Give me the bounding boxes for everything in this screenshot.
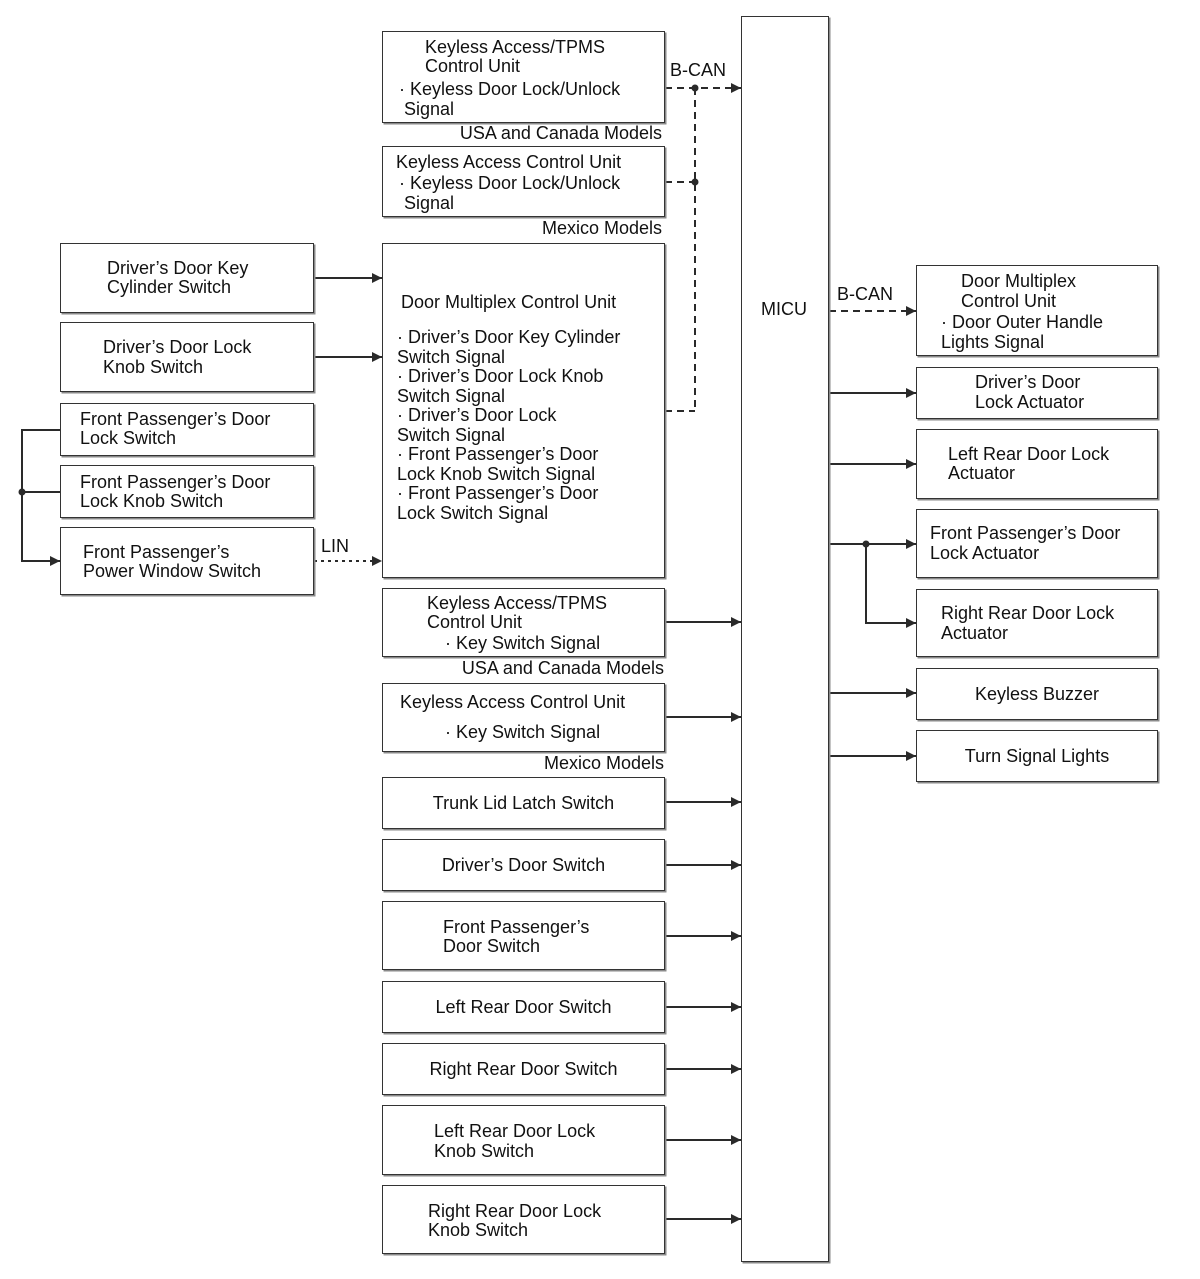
- usa-keyless-access-tpms-unit: Keyless Access/TPMS Control Unit · Keyle…: [382, 31, 665, 123]
- junction-dot: [691, 84, 699, 92]
- left-rear-door-lock-knob-switch: Left Rear Door Lock Knob Switch: [382, 1105, 665, 1175]
- bcan-in-label: B-CAN: [670, 60, 727, 80]
- bcan-out-label: B-CAN: [837, 284, 894, 304]
- driver-door-lock-knob-switch: Driver’s Door Lock Knob Switch: [60, 322, 314, 392]
- driver-door-key-cylinder-switch: Driver’s Door Key Cylinder Switch: [60, 243, 314, 313]
- front-passenger-power-window-switch: Front Passenger’s Power Window Switch: [60, 527, 314, 595]
- left-rear-door-switch: Left Rear Door Switch: [382, 981, 665, 1033]
- keyless-buzzer: Keyless Buzzer: [916, 668, 1158, 720]
- door-multiplex-control-unit: Door Multiplex Control Unit · Driver’s D…: [382, 243, 665, 578]
- usa-keyless-access-tpms-key-switch-unit: Keyless Access/TPMS Control Unit · Key S…: [382, 588, 665, 657]
- junction-dot: [862, 540, 870, 548]
- usa-canada-caption-2: USA and Canada Models: [461, 658, 664, 678]
- mexico-caption: Mexico Models: [541, 218, 662, 238]
- door-multiplex-control-unit-output: Door Multiplex Control Unit · Door Outer…: [916, 265, 1158, 356]
- rr-act-branch: [865, 544, 916, 628]
- front-passenger-door-switch: Front Passenger’s Door Switch: [382, 901, 665, 970]
- left-rear-door-lock-actuator: Left Rear Door Lock Actuator: [916, 429, 1158, 499]
- mex-keyless-access-key-switch-unit: Keyless Access Control Unit · Key Switch…: [382, 683, 665, 752]
- driver-door-lock-actuator: Driver’s Door Lock Actuator: [916, 367, 1158, 419]
- driver-door-switch: Driver’s Door Switch: [382, 839, 665, 891]
- micu-label: MICU: [761, 299, 807, 319]
- front-passenger-door-lock-switch: Front Passenger’s Door Lock Switch: [60, 403, 314, 456]
- left-feed-bracket: [21, 429, 60, 566]
- lin-label: LIN: [321, 536, 350, 556]
- front-passenger-door-lock-knob-switch: Front Passenger’s Door Lock Knob Switch: [60, 465, 314, 518]
- mexico-caption-2: Mexico Models: [543, 753, 664, 773]
- micu-box: [741, 16, 829, 1262]
- junction-dot: [691, 178, 699, 186]
- junction-dot: [18, 488, 26, 496]
- front-passenger-door-lock-actuator: Front Passenger’s Door Lock Actuator: [916, 509, 1158, 578]
- turn-signal-lights: Turn Signal Lights: [916, 730, 1158, 782]
- usa-canada-caption: USA and Canada Models: [459, 123, 662, 143]
- right-rear-door-lock-actuator: Right Rear Door Lock Actuator: [916, 589, 1158, 657]
- right-rear-door-lock-knob-switch: Right Rear Door Lock Knob Switch: [382, 1185, 665, 1254]
- right-rear-door-switch: Right Rear Door Switch: [382, 1043, 665, 1095]
- trunk-lid-latch-switch: Trunk Lid Latch Switch: [382, 777, 665, 829]
- mex-keyless-access-unit: Keyless Access Control Unit · Keyless Do…: [382, 146, 665, 217]
